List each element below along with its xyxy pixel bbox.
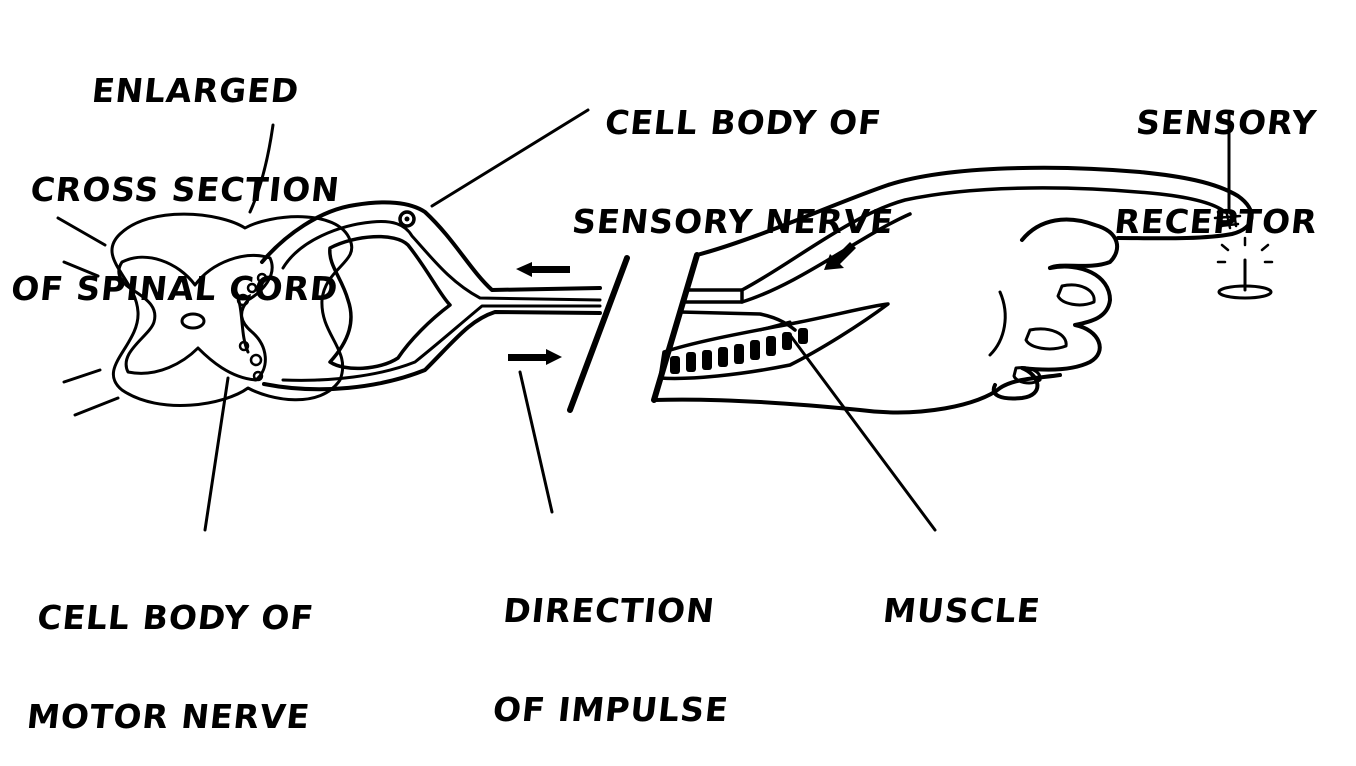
label-direction-of-impulse-line1: DIRECTION xyxy=(502,594,805,627)
label-spinal-cord-line1: ENLARGED xyxy=(19,74,372,107)
label-sensory-receptor-line2: RECEPTOR xyxy=(1089,205,1342,238)
sensory-cell-body xyxy=(400,212,414,226)
label-sensory-cell-body-line2: SENSORY NERVE xyxy=(511,205,954,238)
label-spinal-cord-line2: CROSS SECTION xyxy=(9,173,362,206)
label-motor-cell-body: CELL BODY OF MOTOR NERVE xyxy=(22,535,426,766)
label-muscle-text: MUSCLE xyxy=(882,594,1125,627)
arrow-right-icon xyxy=(508,349,562,365)
curled-fingers xyxy=(994,267,1110,399)
label-spinal-cord-line3: OF SPINAL CORD xyxy=(0,272,352,305)
label-direction-of-impulse-line2: OF IMPULSE xyxy=(491,693,794,726)
label-sensory-receptor-line1: SENSORY xyxy=(1100,106,1353,139)
label-sensory-cell-body: CELL BODY OF SENSORY NERVE xyxy=(508,40,972,271)
label-sensory-cell-body-line1: CELL BODY OF xyxy=(522,106,965,139)
label-sensory-receptor: SENSORY RECEPTOR xyxy=(1086,40,1356,271)
label-motor-cell-body-line1: CELL BODY OF xyxy=(36,601,419,634)
muscle xyxy=(660,304,888,378)
label-motor-cell-body-line2: MOTOR NERVE xyxy=(25,700,408,733)
label-muscle: MUSCLE xyxy=(878,528,1132,660)
label-spinal-cord: ENLARGED CROSS SECTION OF SPINAL CORD xyxy=(0,8,379,338)
break-marks xyxy=(570,255,697,410)
label-direction-of-impulse: DIRECTION OF IMPULSE xyxy=(488,528,812,759)
